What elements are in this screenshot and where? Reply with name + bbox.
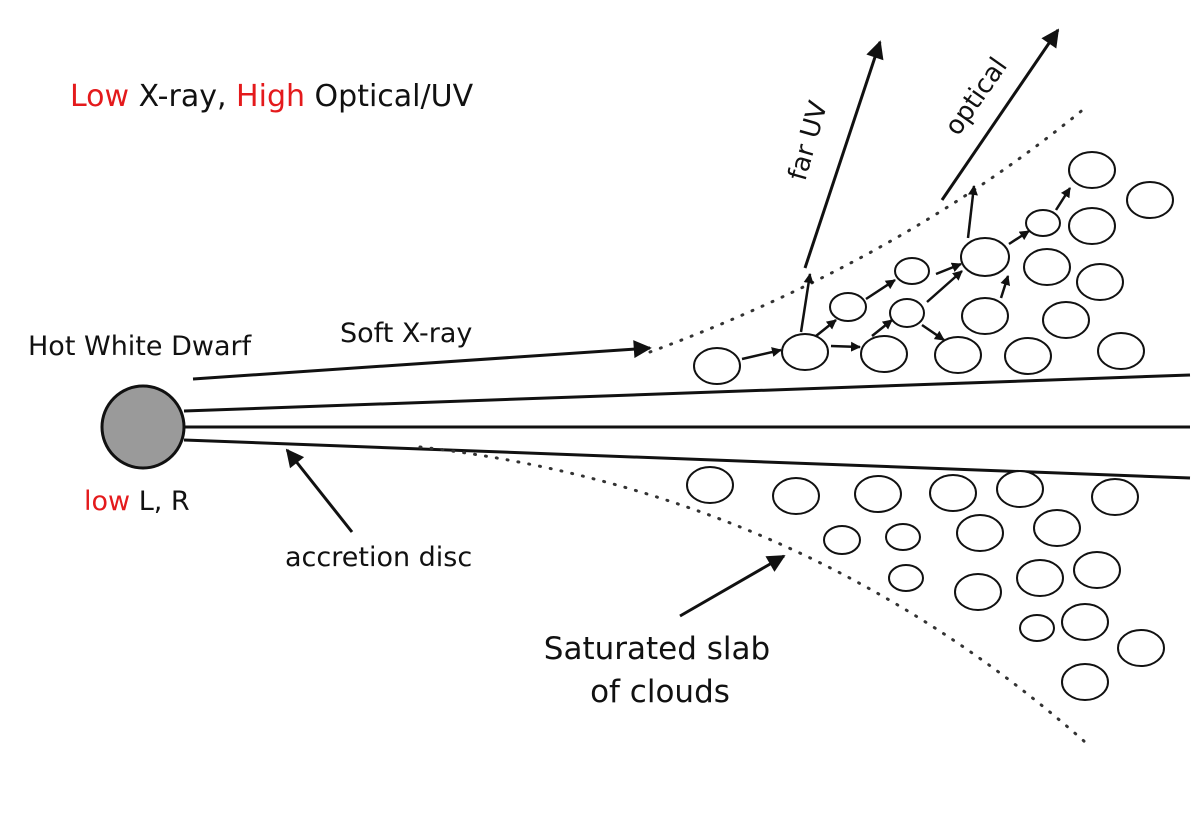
low-word: Low [70, 79, 129, 114]
cloud [1004, 337, 1052, 375]
slab-pointer-arrow [679, 554, 786, 618]
cloud [885, 523, 921, 551]
cloud [1073, 551, 1121, 589]
cloud [1033, 509, 1081, 547]
scatter-arrow [921, 323, 945, 342]
cloud [772, 477, 820, 515]
lr-text: L, R [130, 486, 190, 517]
far-uv-label: far UV [783, 98, 834, 184]
slab-label-line2: of clouds [590, 674, 730, 710]
cloud [854, 475, 902, 513]
scatter-arrow [799, 273, 814, 333]
cloud [1023, 248, 1071, 286]
cloud [1019, 614, 1055, 642]
soft-xray-label: Soft X-ray [340, 318, 472, 349]
cloud [1061, 663, 1109, 701]
soft-xray-arrow [192, 340, 652, 381]
scatter-arrow [926, 270, 963, 303]
cloud [954, 573, 1002, 611]
optical-uv-text: Optical/UV [305, 79, 474, 114]
scattering-arrows [741, 185, 1072, 361]
scatter-arrow [999, 275, 1011, 299]
low-lr-word: low [84, 486, 130, 517]
white-dwarf-circle [100, 384, 186, 470]
cloud [888, 564, 924, 592]
scatter-arrow [871, 319, 893, 337]
cloud [1016, 559, 1064, 597]
upper-clouds [693, 151, 1174, 385]
cloud [823, 525, 861, 555]
cloud [934, 336, 982, 374]
cloud [781, 333, 829, 371]
cloud [996, 470, 1044, 508]
xray-text: X-ray, [129, 79, 236, 114]
scatter-arrow [830, 341, 861, 352]
cloud [889, 298, 925, 328]
cloud [929, 474, 977, 512]
scatter-arrow [966, 185, 978, 239]
cloud [1025, 209, 1061, 237]
far-uv-arrow [803, 40, 884, 269]
cloud [960, 237, 1010, 277]
white-dwarf-label: Hot White Dwarf [28, 331, 253, 362]
cloud [686, 466, 734, 504]
scatter-arrow [741, 347, 782, 361]
scatter-arrow [935, 262, 962, 276]
disc-lower-line [183, 438, 1191, 480]
cloud [693, 347, 741, 385]
accretion-disc-label: accretion disc [285, 542, 472, 573]
cloud [1091, 478, 1139, 516]
luminosity-label: low L, R [84, 486, 190, 517]
cloud [1068, 207, 1116, 245]
header-title: Low X-ray, High Optical/UV [70, 79, 474, 114]
cloud [894, 257, 930, 285]
disc-upper-line [183, 373, 1191, 413]
high-word: High [236, 79, 305, 114]
cloud [956, 514, 1004, 552]
accretion-disc-lines [183, 373, 1191, 480]
scatter-arrow [1054, 187, 1072, 211]
scatter-arrow [815, 319, 837, 337]
cloud [1061, 603, 1109, 641]
cloud [829, 292, 867, 322]
upper-slab-boundary [648, 106, 1087, 354]
cloud [1042, 301, 1090, 339]
cloud [1126, 181, 1174, 219]
lower-clouds [686, 466, 1165, 701]
slab-label-line1: Saturated slab [544, 631, 770, 667]
scatter-arrow [865, 278, 896, 301]
cloud [961, 297, 1009, 335]
scatter-arrow [1008, 229, 1030, 246]
optical-label: optical [939, 52, 1014, 141]
optical-arrow [940, 28, 1060, 201]
cloud [1076, 263, 1124, 301]
cloud [1068, 151, 1116, 189]
cloud [1117, 629, 1165, 667]
cloud [860, 335, 908, 373]
accretion-disc-pointer [285, 448, 354, 533]
cloud [1097, 332, 1145, 370]
